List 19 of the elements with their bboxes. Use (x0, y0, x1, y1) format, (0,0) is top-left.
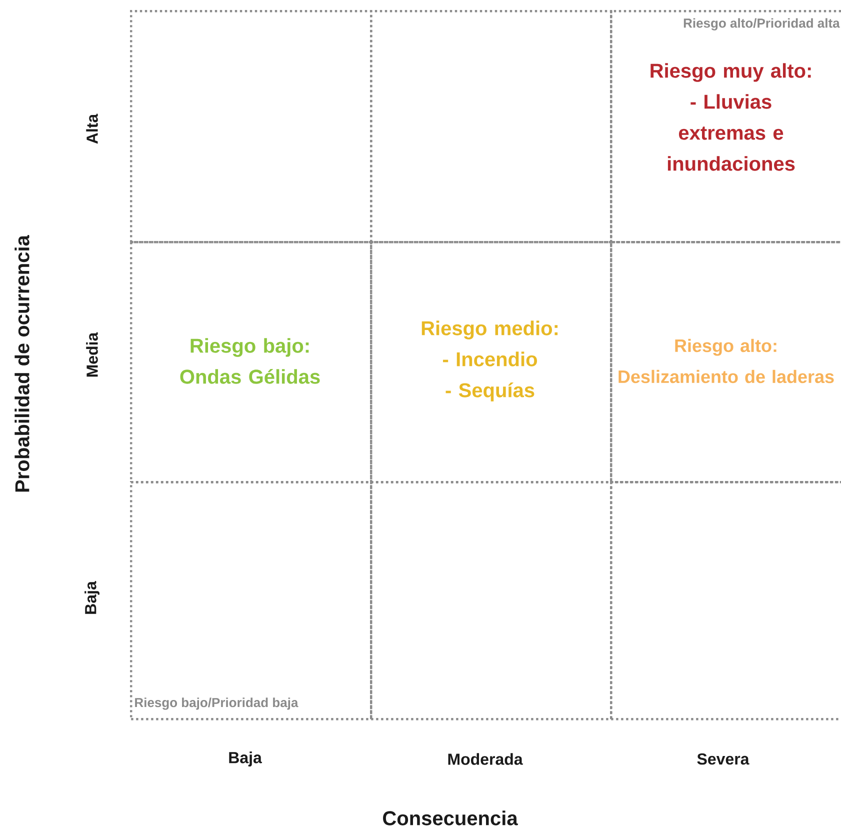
grid-cell (610, 10, 841, 244)
axis-title: Consecuencia (383, 810, 518, 826)
grid-cell (370, 10, 612, 244)
grid-cell (610, 481, 841, 720)
grid-cell (610, 241, 841, 484)
row-label: Media (86, 332, 98, 377)
grid-cell (130, 241, 372, 484)
corner-note: Riesgo bajo/Prioridad baja (135, 698, 298, 710)
risk-text: Riesgo bajo: Ondas Gélidas (180, 338, 320, 384)
grid-cell (130, 481, 372, 720)
row-label: Baja (84, 581, 100, 614)
corner-note: Riesgo alto/Prioridad alta (684, 18, 840, 30)
risk-text: Riesgo alto: Deslizamiento de laderas (618, 338, 834, 384)
grid-cell (370, 241, 612, 484)
risk-text: Riesgo medio: - Incendio - Sequías (422, 320, 558, 402)
column-label: Baja (229, 752, 262, 766)
axis-title: Probabilidad de ocurrencia (14, 234, 30, 492)
grid-cell (370, 481, 612, 720)
risk-text: Riesgo muy alto: - Lluvias extremas e inundaciones (650, 63, 811, 171)
